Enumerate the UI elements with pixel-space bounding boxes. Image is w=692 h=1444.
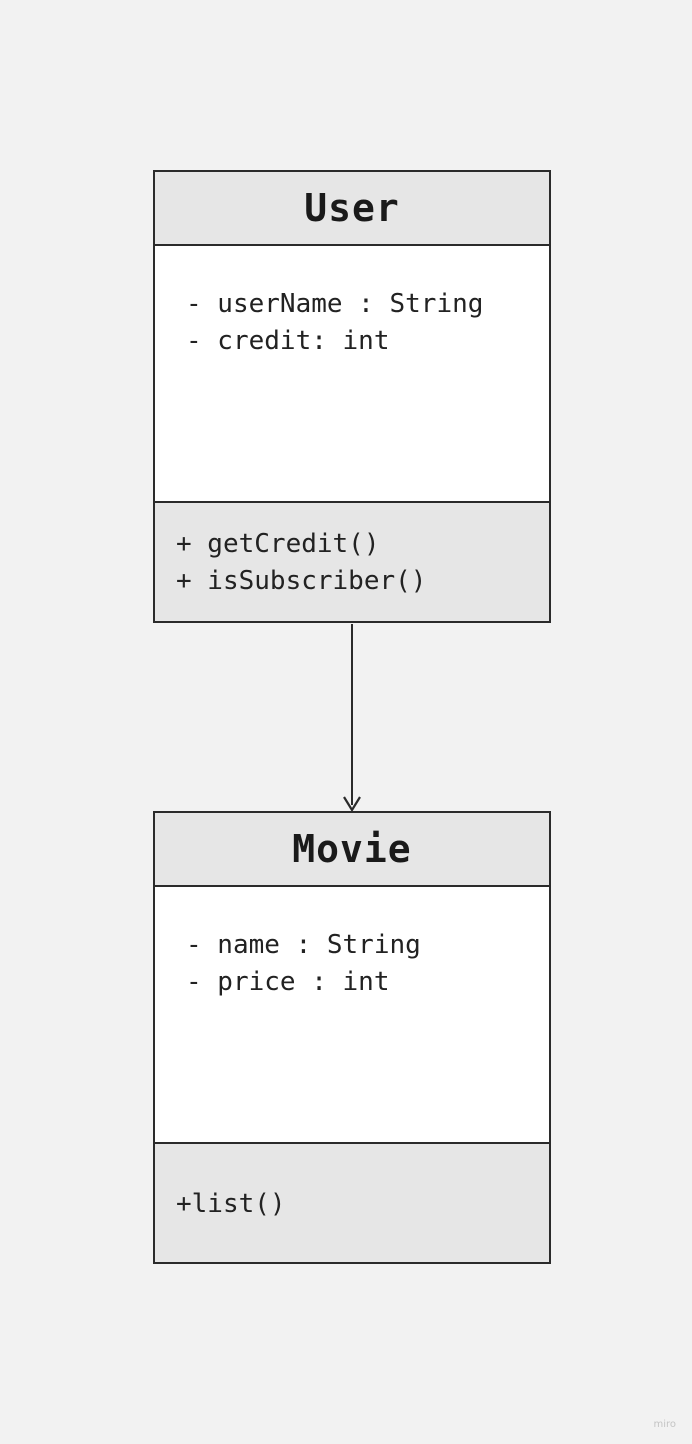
method-item: + isSubscriber()	[176, 566, 427, 596]
user-methods: + getCredit() + isSubscriber()	[155, 503, 549, 621]
attribute-item: - credit: int	[186, 326, 390, 356]
user-class-box[interactable]: User - userName : String - credit: int +…	[153, 170, 551, 623]
movie-class-name: Movie	[292, 827, 412, 871]
user-attributes: - userName : String - credit: int	[155, 246, 549, 503]
user-class-name: User	[304, 186, 400, 230]
method-item: + getCredit()	[176, 529, 380, 559]
attribute-item: - price : int	[186, 967, 390, 997]
movie-attributes: - name : String - price : int	[155, 887, 549, 1144]
arrowhead-icon	[343, 796, 361, 813]
movie-class-header: Movie	[155, 813, 549, 887]
movie-methods: +list()	[155, 1144, 549, 1262]
method-item: +list()	[176, 1189, 286, 1219]
user-class-header: User	[155, 172, 549, 246]
movie-class-box[interactable]: Movie - name : String - price : int +lis…	[153, 811, 551, 1264]
attribute-item: - userName : String	[186, 289, 484, 319]
attribute-item: - name : String	[186, 930, 421, 960]
watermark: miro	[653, 1419, 676, 1430]
